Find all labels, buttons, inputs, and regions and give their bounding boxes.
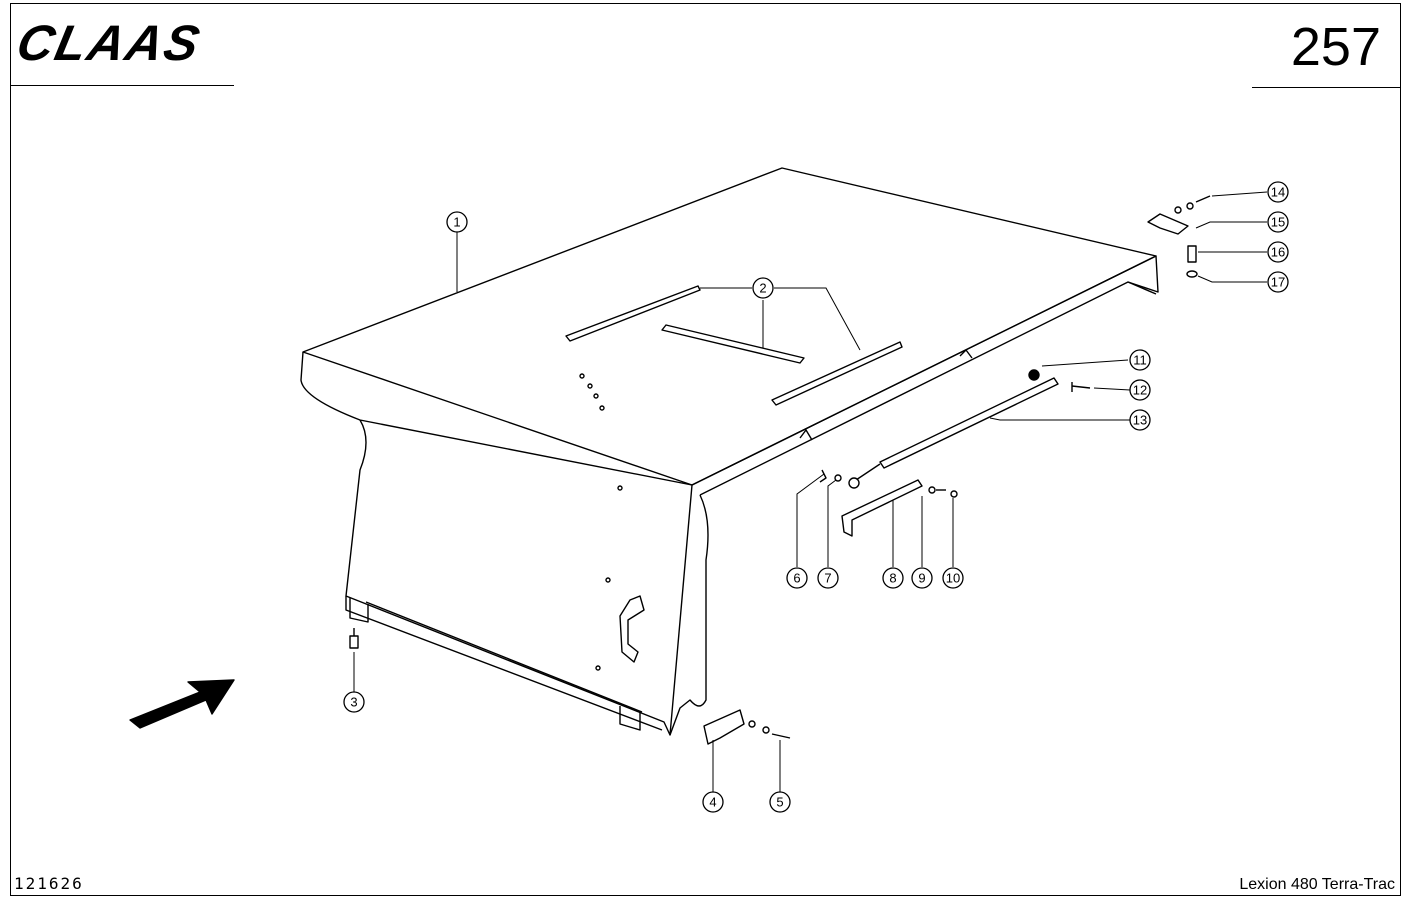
- svg-text:2: 2: [759, 281, 766, 296]
- svg-text:16: 16: [1271, 245, 1285, 260]
- cover-right-leg: [669, 494, 709, 736]
- callout-6: 6: [786, 567, 808, 589]
- hinge-top: [1147, 213, 1189, 235]
- svg-text:11: 11: [1133, 353, 1147, 368]
- callout-4: 4: [702, 791, 724, 813]
- cover-front-edge: [300, 351, 693, 486]
- header-rule-left: [10, 85, 234, 86]
- slot-middle: [661, 324, 805, 364]
- callout-1: 1: [446, 211, 468, 233]
- header-rule-right: [1252, 87, 1401, 88]
- svg-text:8: 8: [889, 571, 896, 586]
- slot-left: [565, 285, 701, 342]
- svg-text:5: 5: [776, 795, 783, 810]
- callout-3: 3: [343, 691, 365, 713]
- page-frame: [10, 3, 1401, 896]
- callout-5: 5: [769, 791, 791, 813]
- svg-text:4: 4: [709, 795, 716, 810]
- model-name: Lexion 480 Terra-Trac: [1239, 876, 1395, 893]
- callout-10: 10: [942, 567, 964, 589]
- callout-9: 9: [911, 567, 933, 589]
- gas-strut: [879, 377, 1059, 469]
- svg-text:14: 14: [1271, 185, 1285, 200]
- svg-text:7: 7: [824, 571, 831, 586]
- callout-12: 12: [1129, 379, 1151, 401]
- direction-arrow-icon: [129, 679, 235, 729]
- callout-13: 13: [1129, 409, 1151, 431]
- svg-text:6: 6: [793, 571, 800, 586]
- cover-side-panel: [345, 419, 693, 736]
- svg-text:12: 12: [1133, 383, 1147, 398]
- svg-text:13: 13: [1133, 413, 1147, 428]
- callout-16: 16: [1267, 241, 1289, 263]
- strut-bracket: [841, 479, 923, 537]
- callout-8: 8: [882, 567, 904, 589]
- cover-bottom-rail: [345, 596, 663, 731]
- callout-17: 17: [1267, 271, 1289, 293]
- drawing-number: 121626: [14, 874, 84, 893]
- callout-15: 15: [1267, 211, 1289, 233]
- hinge-bottom: [703, 709, 745, 745]
- cover-handle: [619, 595, 645, 663]
- callouts: 1 2 3 4 5 6 7 8 9 10 11 12 13 14 15 16 1…: [343, 181, 1289, 813]
- slot-right: [771, 341, 903, 406]
- callout-7: 7: [817, 567, 839, 589]
- callout-11: 11: [1129, 349, 1151, 371]
- svg-text:1: 1: [453, 215, 460, 230]
- svg-text:17: 17: [1271, 275, 1285, 290]
- svg-text:15: 15: [1271, 215, 1285, 230]
- cover-top-panel: [302, 167, 1157, 486]
- callout-2: 2: [752, 277, 774, 299]
- page-number: 257: [1290, 17, 1381, 77]
- svg-text:10: 10: [946, 571, 960, 586]
- callout-14: 14: [1267, 181, 1289, 203]
- svg-text:3: 3: [350, 695, 357, 710]
- svg-text:9: 9: [918, 571, 925, 586]
- cover-right-fold: [691, 255, 1159, 496]
